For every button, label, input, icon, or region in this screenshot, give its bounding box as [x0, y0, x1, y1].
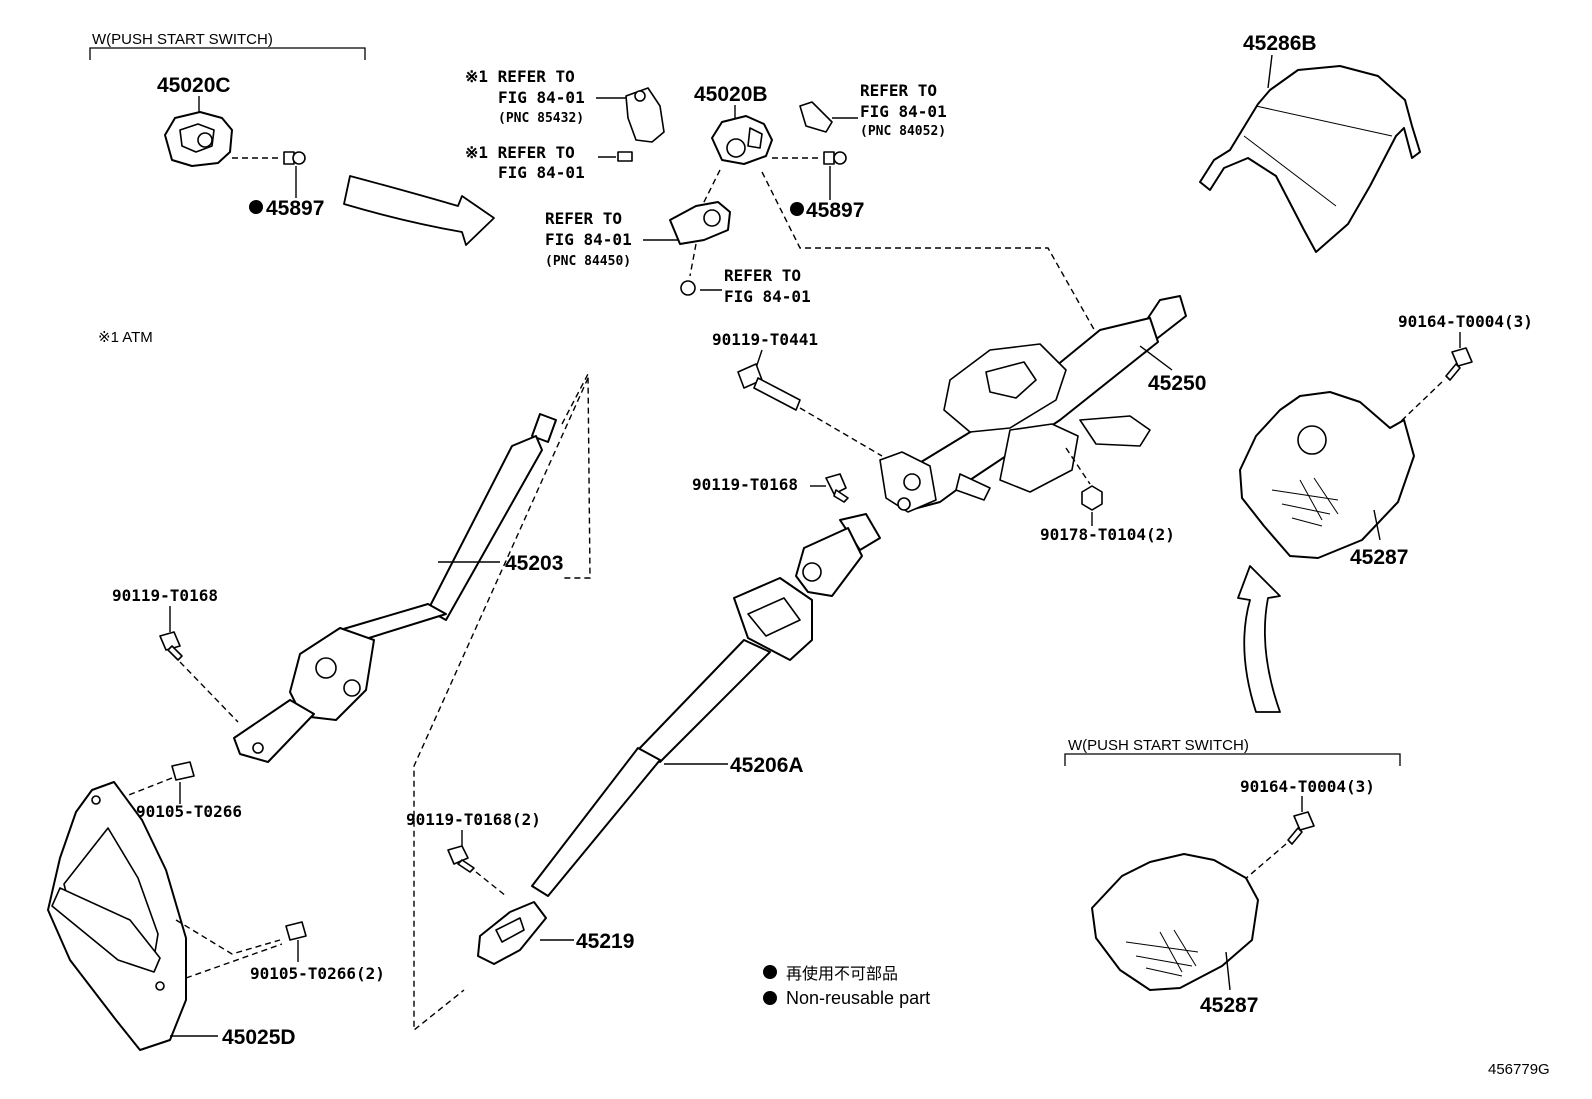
part-45025D-boot-drawing [47, 781, 187, 1051]
part-45203-label: 45203 [505, 552, 563, 575]
screw-90164-T0004-bottom-label: 90164-T0004(3) [1240, 777, 1375, 796]
ref-4-line2: FIG 84-01 [545, 230, 632, 249]
bolt-90105-T0266-2-label: 90105-T0266(2) [250, 964, 385, 983]
part-45020C-label: 45020C [157, 74, 231, 97]
part-45250-steering-column-drawing [879, 295, 1187, 513]
non-reusable-dot-left [249, 200, 263, 214]
screw-90164-T0004-bottom-drawing [1287, 811, 1315, 845]
part-45250-label: 45250 [1148, 372, 1206, 395]
part-45020B-label: 45020B [694, 83, 768, 106]
key-cylinder-switch-drawing [625, 87, 665, 143]
transponder-switch-drawing [669, 201, 731, 245]
screw-45897-right [823, 151, 847, 165]
nut-90178-T0104-drawing [1081, 485, 1103, 511]
push-start-switch-label-top: W(PUSH START SWITCH) [92, 31, 273, 48]
ref-3-line2: FIG 84-01 [860, 102, 947, 121]
part-45287-bottom-cover-drawing [1091, 853, 1259, 991]
bolt-90119-T0441-drawing [737, 363, 801, 411]
figure-code: 456779G [1488, 1061, 1550, 1078]
part-45206A-steering-shaft-drawing [531, 513, 881, 897]
bolt-90119-T0168-mid-drawing [825, 473, 849, 503]
assembly-arrow-right [1237, 565, 1281, 713]
part-45219-label: 45219 [576, 930, 634, 953]
part-45287-bottom-label: 45287 [1200, 994, 1258, 1017]
part-45287-right-cover-drawing [1239, 391, 1415, 559]
non-reusable-dot-right [790, 202, 804, 216]
screw-90164-T0004-top-drawing [1445, 347, 1473, 381]
ref-5-line2: FIG 84-01 [724, 287, 811, 306]
legend-non-reusable-jp: 再使用不可部品 [786, 965, 898, 983]
part-45206A-label: 45206A [730, 754, 804, 777]
ref-1-line1: ※1 REFER TO [465, 67, 575, 86]
part-45025D-label: 45025D [222, 1026, 296, 1049]
part-45287-right-label: 45287 [1350, 546, 1408, 569]
part-45219-drawing [477, 901, 547, 965]
bolt-90119-T0168-2-label: 90119-T0168(2) [406, 810, 541, 829]
ref-1-line3: (PNC 85432) [498, 111, 584, 126]
ref-2-line1: ※1 REFER TO [465, 143, 575, 162]
bolt-90105-T0266-label: 90105-T0266 [136, 802, 242, 821]
screw-90164-T0004-top-label: 90164-T0004(3) [1398, 312, 1533, 331]
part-45203-intermediate-shaft-drawing [233, 413, 557, 763]
ref-4-line1: REFER TO [545, 209, 622, 228]
bolt-90105-T0266-2-drawing [285, 921, 307, 941]
part-45020B-drawing [711, 115, 773, 165]
small-screw-ref5 [680, 280, 696, 296]
nut-90178-T0104-label: 90178-T0104(2) [1040, 525, 1175, 544]
part-45897-right-label: 45897 [806, 199, 864, 222]
bolt-90105-T0266-drawing [171, 761, 195, 781]
screw-45897-left [283, 151, 306, 165]
ref-1-line2: FIG 84-01 [498, 88, 585, 107]
push-start-switch-label-bottom: W(PUSH START SWITCH) [1068, 737, 1249, 754]
part-45897-left-label: 45897 [266, 197, 324, 220]
ref-3-line3: (PNC 84052) [860, 124, 946, 139]
ref-3-line1: REFER TO [860, 81, 937, 100]
connector-part-drawing [799, 101, 833, 133]
assembly-arrow-top [343, 175, 495, 246]
ref-4-line3: (PNC 84450) [545, 254, 631, 269]
bolt-90119-T0168-2-drawing [447, 845, 475, 873]
atm-note: ※1 ATM [98, 329, 153, 346]
ref-5-line1: REFER TO [724, 266, 801, 285]
push-start-switch-group-bottom: W(PUSH START SWITCH) [1064, 737, 1401, 766]
bolt-90119-T0168-left-label: 90119-T0168 [112, 586, 218, 605]
bolt-90119-T0441-label: 90119-T0441 [712, 330, 818, 349]
legend-dot-jp [763, 965, 777, 979]
bolt-90119-T0168-mid-label: 90119-T0168 [692, 475, 798, 494]
small-screw-ref2 [617, 151, 633, 162]
bolt-90119-T0168-left-drawing [159, 631, 183, 661]
push-start-switch-group-top: W(PUSH START SWITCH) [89, 31, 366, 60]
ref-2-line2: FIG 84-01 [498, 163, 585, 182]
part-45020C-drawing [164, 111, 233, 167]
part-45286B-label: 45286B [1243, 32, 1317, 55]
legend-non-reusable-en: Non-reusable part [786, 988, 930, 1008]
legend-dot-en [763, 991, 777, 1005]
part-45286B-drawing [1199, 65, 1421, 253]
